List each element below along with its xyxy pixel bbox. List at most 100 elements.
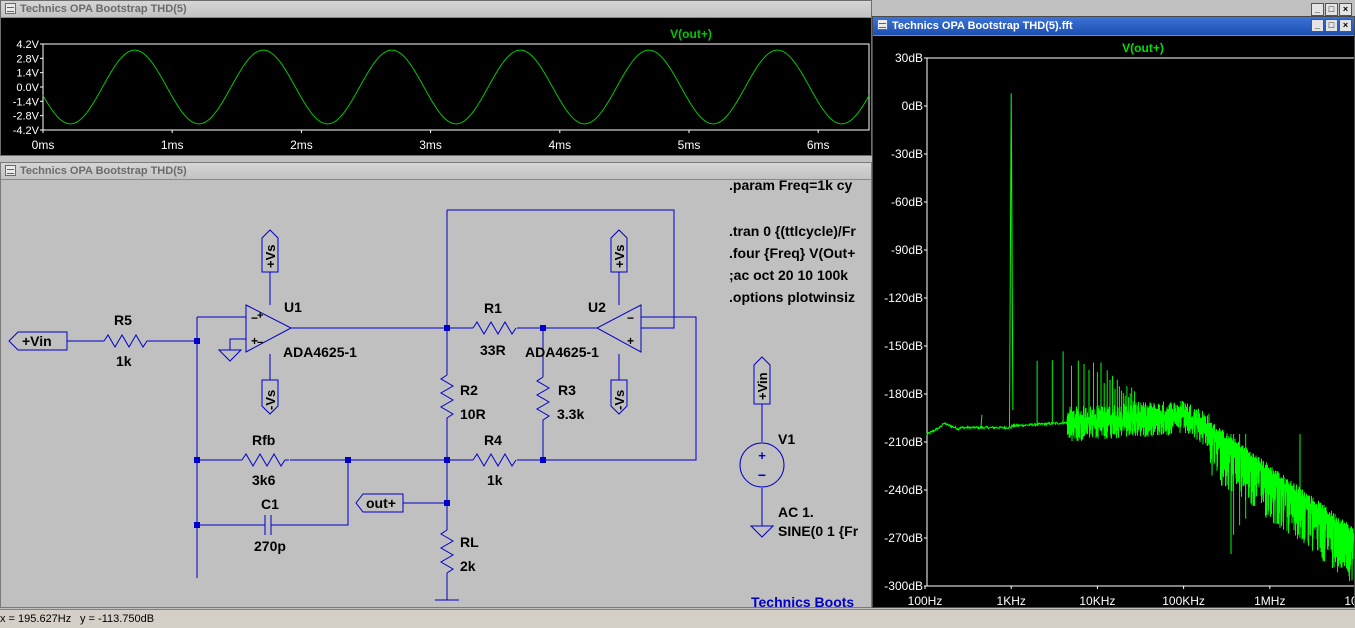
waveform-y-tick: 0.0V [16, 82, 39, 94]
waveform-window[interactable]: Technics OPA Bootstrap THD(5) V(out+) 4.… [0, 0, 872, 156]
directive-options: .options plotwinsiz [729, 289, 855, 305]
close-button[interactable]: × [1339, 3, 1352, 16]
schematic-window-icon [5, 165, 16, 176]
svg-text:+: + [758, 448, 766, 463]
fft-window-icon [877, 19, 888, 30]
waveform-x-tick: 4ms [548, 138, 571, 152]
fft-window[interactable]: Technics OPA Bootstrap THD(5).fft V(out+… [872, 16, 1355, 608]
waveform-titlebar[interactable]: Technics OPA Bootstrap THD(5) [1, 1, 871, 18]
vs-pos-label-u2: +Vs [612, 245, 627, 269]
fft-y-tick: -90dB [891, 243, 923, 257]
fft-y-tick: -150dB [884, 339, 923, 353]
vs-neg-label-u1: -Vs [263, 390, 278, 410]
minimize-button[interactable]: _ [1311, 3, 1324, 16]
fft-close-button[interactable]: × [1339, 19, 1352, 32]
vin-port-label: +Vin [22, 333, 52, 349]
vs-neg-label-u2: -Vs [612, 390, 627, 410]
fft-y-tick: 0dB [902, 99, 923, 113]
opamp-u1[interactable]: − + + − [245, 304, 293, 353]
fft-trace [926, 93, 1354, 581]
schematic-titlebar[interactable]: Technics OPA Bootstrap THD(5) [1, 163, 871, 180]
waveform-x-tick: 2ms [290, 138, 313, 152]
waveform-plot[interactable]: V(out+) 4.2V2.8V1.4V0.0V-1.4V-2.8V-4.2V … [1, 18, 871, 156]
fft-y-tick: -210dB [884, 435, 923, 449]
fft-plot-frame [926, 57, 1354, 587]
r3-name: R3 [558, 382, 576, 398]
v1-ac: AC 1. [778, 504, 814, 520]
schematic-title: Technics OPA Bootstrap THD(5) [20, 165, 187, 177]
vs-neg-flag-u1[interactable] [261, 379, 279, 415]
v1-name: V1 [778, 431, 795, 447]
fft-x-tick: 1KHz [997, 594, 1026, 608]
schematic-window[interactable]: Technics OPA Bootstrap THD(5) .param Fre… [0, 162, 872, 608]
resistor-r5[interactable] [103, 334, 151, 348]
c1-value: 270p [254, 538, 286, 554]
resistor-r3[interactable] [536, 376, 550, 421]
fft-y-tick: -300dB [884, 579, 923, 593]
fft-x-tick: 10KHz [1079, 594, 1115, 608]
vs-pos-flag-u1[interactable] [261, 229, 279, 273]
waveform-y-tick: 1.4V [16, 68, 39, 80]
fft-maximize-button[interactable]: □ [1325, 19, 1338, 32]
waveform-x-tick: 6ms [807, 138, 830, 152]
schematic-footer-text: Technics Boots [751, 594, 854, 608]
rfb-name: Rfb [252, 432, 275, 448]
waveform-y-tick: -2.8V [13, 111, 40, 123]
vin-source-label: +Vin [755, 372, 770, 400]
svg-text:+: + [627, 334, 634, 348]
svg-text:−: − [627, 311, 634, 325]
resistor-rfb[interactable] [241, 453, 289, 467]
waveform-trace [42, 49, 870, 125]
fft-x-tick: 1MHz [1254, 594, 1285, 608]
opamp-u2[interactable]: − + [595, 304, 642, 353]
waveform-x-tick: 0ms [32, 138, 55, 152]
r5-value: 1k [116, 353, 132, 369]
capacitor-c1[interactable] [258, 515, 276, 535]
fft-titlebar[interactable]: Technics OPA Bootstrap THD(5).fft [873, 17, 1354, 36]
svg-text:+: + [257, 310, 263, 322]
waveform-x-tick: 1ms [161, 138, 184, 152]
fft-title: Technics OPA Bootstrap THD(5).fft [892, 20, 1073, 32]
resistor-r2[interactable] [440, 374, 454, 420]
svg-text:−: − [758, 467, 766, 483]
r1-name: R1 [484, 300, 502, 316]
rl-name: RL [460, 534, 479, 550]
u1-name: U1 [284, 299, 302, 315]
fft-y-tick: -120dB [884, 291, 923, 305]
maximize-button[interactable]: □ [1325, 3, 1338, 16]
vs-pos-flag-u2[interactable] [610, 229, 628, 273]
resistor-r1[interactable] [472, 321, 517, 335]
fft-y-tick: -270dB [884, 531, 923, 545]
fft-trace-label: V(out+) [1122, 41, 1164, 55]
r2-value: 10R [460, 406, 486, 422]
voltage-source-v1[interactable]: + − [739, 442, 785, 488]
waveform-y-tick: 2.8V [16, 53, 39, 65]
waveform-window-icon [5, 3, 16, 14]
out-port[interactable] [355, 493, 404, 513]
waveform-trace-label: V(out+) [670, 27, 712, 41]
v1-sine: SINE(0 1 {Fr [778, 523, 859, 539]
waveform-y-tick: -1.4V [13, 96, 40, 108]
directive-param: .param Freq=1k cy [729, 180, 853, 193]
directive-four: .four {Freq} V(Out+ [729, 245, 855, 261]
waveform-y-tick: -4.2V [13, 125, 40, 137]
resistor-rl[interactable] [440, 529, 454, 575]
waveform-x-tick: 5ms [678, 138, 701, 152]
fft-minimize-button[interactable]: _ [1311, 19, 1324, 32]
fft-y-tick: -240dB [884, 483, 923, 497]
vin-port[interactable] [8, 331, 68, 351]
vin-flag-v1[interactable] [753, 356, 771, 405]
schematic-canvas[interactable]: .param Freq=1k cy .tran 0 {(ttlcycle)/Fr… [1, 180, 871, 608]
fft-y-tick: 30dB [895, 51, 923, 65]
waveform-x-tick: 3ms [419, 138, 442, 152]
r5-name: R5 [114, 312, 132, 328]
rl-value: 2k [460, 558, 476, 574]
fft-y-tick: -30dB [891, 147, 923, 161]
fft-plot[interactable]: V(out+) 30dB0dB-30dB-60dB-90dB-120dB-150… [873, 36, 1355, 608]
fft-x-tick: 100Hz [908, 594, 943, 608]
vs-neg-flag-u2[interactable] [610, 379, 628, 415]
junction-dots [194, 325, 546, 528]
status-y-readout: y = -113.750dB [80, 613, 155, 625]
out-port-label: out+ [366, 495, 396, 511]
resistor-r4[interactable] [472, 453, 517, 467]
